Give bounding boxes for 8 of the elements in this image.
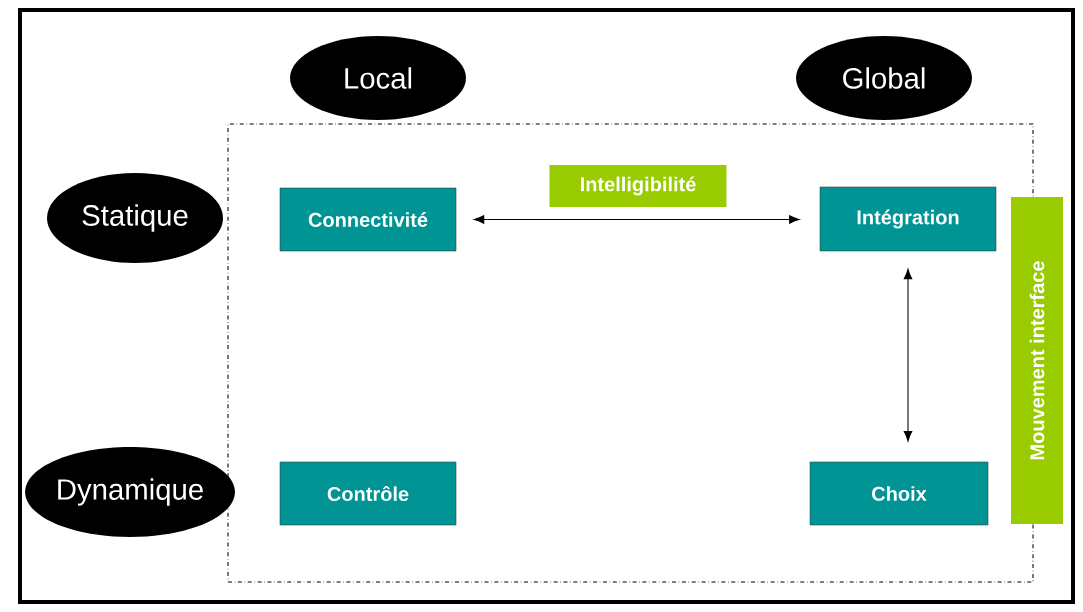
concept-box: Contrôle — [279, 461, 457, 526]
vertical-band: Mouvement interface — [1011, 197, 1063, 524]
concept-box: Choix — [809, 461, 989, 526]
double-arrow — [473, 215, 800, 224]
edge-label: Intelligibilité — [549, 164, 727, 207]
concept-box: Intégration — [819, 186, 997, 252]
concept-box: Connectivité — [279, 187, 457, 252]
double-arrow — [903, 268, 913, 442]
